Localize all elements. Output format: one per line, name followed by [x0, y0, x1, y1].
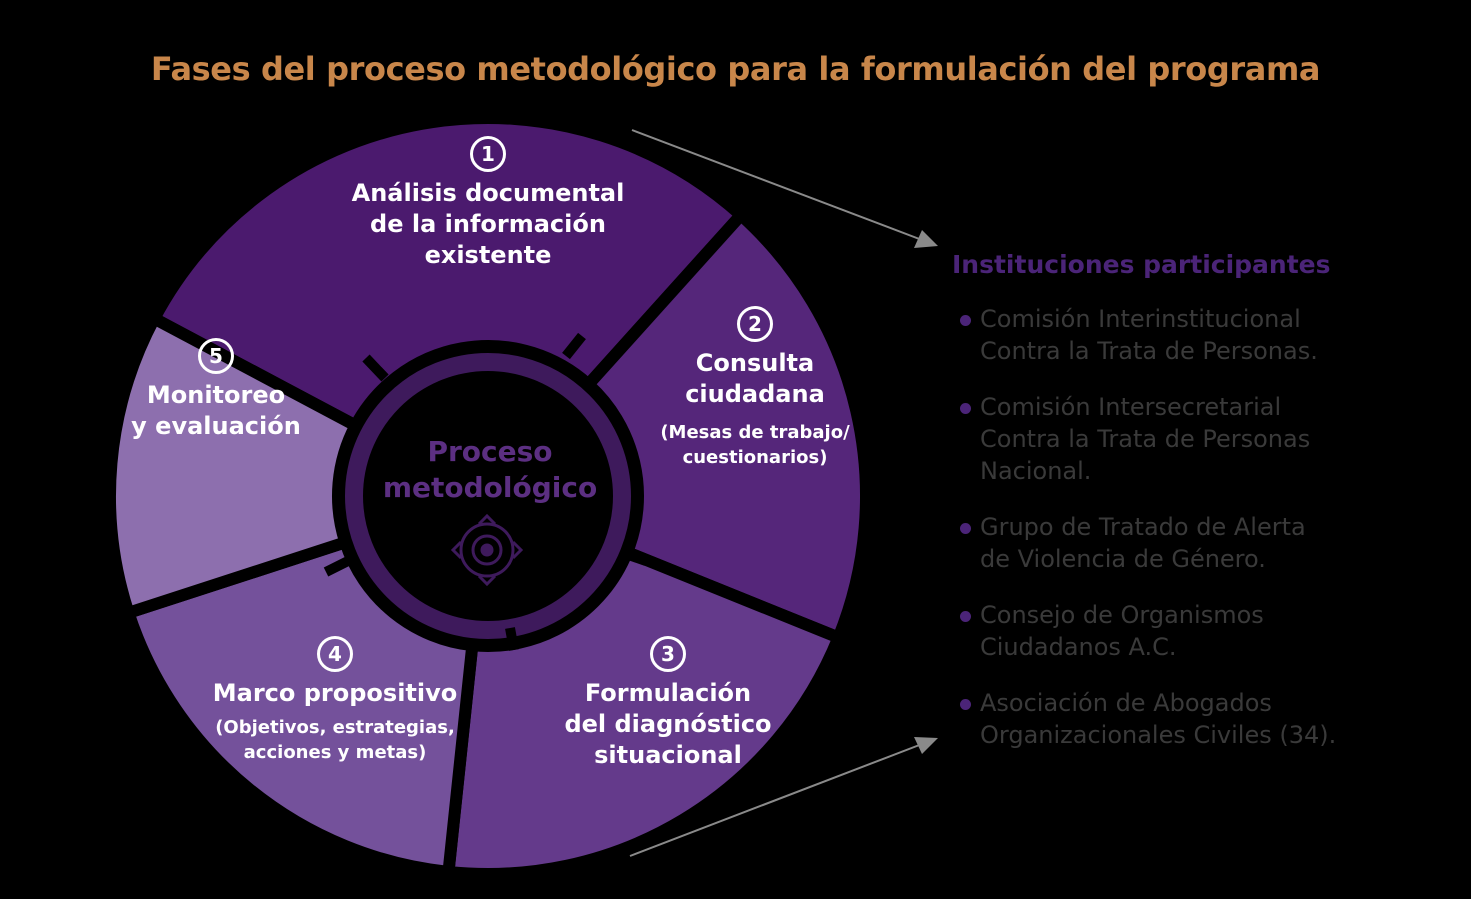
institution-label: Comisión Intersecretarial Contra la Trat…	[980, 393, 1311, 485]
phase-5-segment	[104, 312, 362, 619]
institutions-list: Comisión Interinstitucional Contra la Tr…	[952, 303, 1452, 751]
phase-2-segment	[582, 209, 872, 644]
phase-1-title: Análisis documental de la información ex…	[351, 179, 625, 269]
list-item: Comisión Intersecretarial Contra la Trat…	[952, 391, 1452, 487]
institutions-panel: Instituciones participantes Comisión Int…	[952, 250, 1452, 775]
phase-5-title: Monitoreo y evaluación	[131, 381, 301, 440]
center-ring	[345, 353, 631, 639]
phase-2-subtitle: (Mesas de trabajo/ cuestionarios)	[660, 422, 850, 468]
list-item: Asociación de Abogados Organizacionales …	[952, 687, 1452, 751]
institution-label: Grupo de Tratado de Alerta de Violencia …	[980, 513, 1306, 573]
phase-2-title: Consulta ciudadana	[685, 349, 825, 408]
phase-1: 1 Análisis documental de la información …	[338, 136, 638, 271]
phase-3: 3 Formulación del diagnóstico situaciona…	[548, 636, 788, 771]
phase-5: 5 Monitoreo y evaluación	[116, 338, 316, 442]
arrow-top-icon	[631, 129, 938, 248]
institution-label: Comisión Interinstitucional Contra la Tr…	[980, 305, 1318, 365]
bullet-icon	[960, 523, 971, 534]
phase-3-number: 3	[650, 636, 686, 672]
institution-label: Asociación de Abogados Organizacionales …	[980, 689, 1337, 749]
center-label: Proceso metodológico	[382, 435, 598, 504]
institutions-heading: Instituciones participantes	[952, 250, 1331, 279]
page-title: Fases del proceso metodológico para la f…	[150, 50, 1321, 88]
list-item: Comisión Interinstitucional Contra la Tr…	[952, 303, 1452, 367]
phase-2-number: 2	[737, 306, 773, 342]
center-disc	[368, 376, 608, 616]
phase-3-segment	[442, 546, 845, 880]
list-item: Consejo de Organismos Ciudadanos A.C.	[952, 599, 1452, 663]
phase-4: 4 Marco propositivo (Objetivos, estrateg…	[190, 636, 480, 765]
target-icon	[450, 513, 524, 587]
phase-1-segment	[148, 112, 747, 432]
arrow-bottom-icon	[629, 737, 938, 857]
bullet-icon	[960, 403, 971, 414]
phase-1-number: 1	[470, 136, 506, 172]
institution-label: Consejo de Organismos Ciudadanos A.C.	[980, 601, 1264, 661]
bullet-icon	[960, 699, 971, 710]
bullet-icon	[960, 315, 971, 326]
phase-2: 2 Consulta ciudadana (Mesas de trabajo/ …	[640, 306, 870, 470]
phase-3-title: Formulación del diagnóstico situacional	[564, 679, 772, 769]
phase-4-subtitle: (Objetivos, estrategias, acciones y meta…	[215, 717, 455, 763]
phase-4-segment	[122, 536, 479, 878]
phase-4-title: Marco propositivo	[212, 679, 458, 707]
list-item: Grupo de Tratado de Alerta de Violencia …	[952, 511, 1452, 575]
bullet-icon	[960, 611, 971, 622]
phase-5-number: 5	[198, 338, 234, 374]
phase-4-number: 4	[317, 636, 353, 672]
